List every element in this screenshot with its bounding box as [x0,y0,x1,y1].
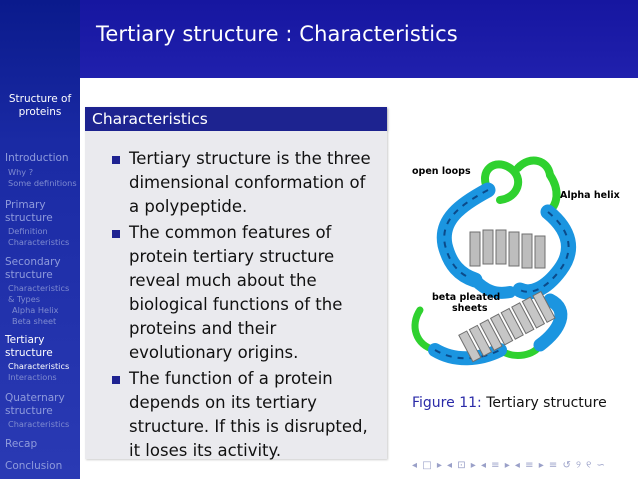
block-title: Characteristics [92,110,208,128]
sidebar-section-conclusion[interactable]: Conclusion [5,460,63,472]
sidebar-section-primary-structure[interactable]: Primary structure [5,199,53,224]
sidebar-section-introduction[interactable]: Introduction [5,152,69,164]
sidebar-sub-interactions[interactable]: Interactions [8,372,57,382]
sidebar-sub-characteristics-types[interactable]: Characteristics & Types [8,283,70,304]
bullet-square-icon [112,230,120,238]
sidebar-sub-some-definitions[interactable]: Some definitions [8,178,77,188]
sidebar-sub-tertiary-characteristics[interactable]: Characteristics [8,361,70,371]
sidebar-sub-alpha-helix[interactable]: Alpha Helix [12,305,59,315]
slide-title: Tertiary structure : Characteristics [96,22,458,46]
sheets-label: sheets [452,303,488,314]
block-title-bar: Characteristics [85,107,387,131]
alpha-helix-label: Alpha helix [560,190,620,201]
bullet-list: Tertiary structure is the three dimensio… [85,147,387,465]
sidebar-navigation: Structure of proteins Introduction Why ?… [0,0,80,479]
sidebar-sub-definition[interactable]: Definition [8,226,48,236]
beamer-navigation-symbols[interactable]: ◂ □ ▸ ◂ ⊡ ▸ ◂ ≡ ▸ ◂ ≡ ▸ ≡ ↺ ୨ ୧ ∽ [412,460,606,471]
bullet-item: Tertiary structure is the three dimensio… [85,147,387,219]
sidebar-section-recap[interactable]: Recap [5,438,38,450]
bullet-square-icon [112,376,120,384]
figure-caption-text: Tertiary structure [486,395,607,411]
sidebar-section-quaternary-structure[interactable]: Quaternary structure [5,392,65,417]
sidebar-section-tertiary-structure[interactable]: Tertiary structure [5,334,53,359]
sidebar-sub-primary-characteristics[interactable]: Characteristics [8,237,70,247]
bullet-item: The common features of protein tertiary … [85,221,387,365]
sidebar-sub-why[interactable]: Why ? [8,167,34,177]
sidebar-section-secondary-structure[interactable]: Secondary structure [5,256,61,281]
tertiary-structure-figure: open loops Alpha helix beta pleated shee… [411,156,620,366]
sidebar-sub-quaternary-characteristics[interactable]: Characteristics [8,419,70,429]
bullet-item: The function of a protein depends on its… [85,367,387,463]
open-loops-label: open loops [412,166,471,177]
figure-number: Figure 11: [412,395,482,411]
block-body: Tertiary structure is the three dimensio… [85,131,387,460]
figure-caption: Figure 11: Tertiary structure [412,395,607,411]
slide-header: Tertiary structure : Characteristics [80,0,638,78]
beta-pleated-label: beta pleated [432,292,500,303]
sidebar-presentation-title[interactable]: Structure of proteins [8,93,72,118]
bullet-square-icon [112,156,120,164]
sidebar-sub-beta-sheet[interactable]: Beta sheet [12,316,57,326]
